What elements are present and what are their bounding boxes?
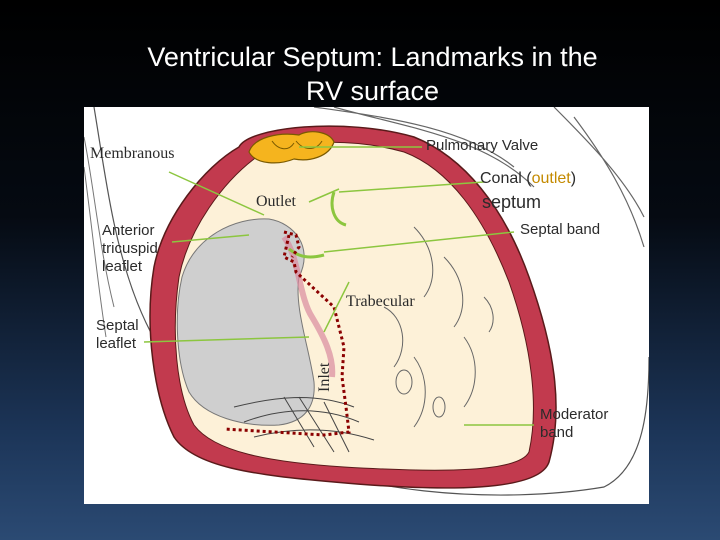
label-conal-outlet: outlet xyxy=(532,170,571,187)
label-conal-septum-word: septum xyxy=(482,192,541,213)
label-septal-leaflet: Septal leaflet xyxy=(96,317,156,353)
label-inlet: Inlet xyxy=(316,363,334,392)
heart-diagram: Membranous Pulmonary Valve Outlet Conal … xyxy=(84,107,649,504)
label-conal-close: ) xyxy=(571,170,576,187)
label-membranous: Membranous xyxy=(90,145,174,163)
label-outlet: Outlet xyxy=(256,193,296,211)
label-moderator-band: Moderator band xyxy=(540,406,630,442)
slide-title: Ventricular Septum: Landmarks in the RV … xyxy=(0,40,720,108)
slide-title-line-2: RV surface xyxy=(306,76,439,106)
label-anterior-tricuspid-leaflet: Anterior tricuspid leaflet xyxy=(102,222,162,276)
slide-title-line-1: Ventricular Septum: Landmarks in the xyxy=(147,42,597,72)
label-conal-text: Conal ( xyxy=(480,170,532,187)
label-trabecular: Trabecular xyxy=(346,293,415,311)
label-pulmonary-valve: Pulmonary Valve xyxy=(426,137,538,154)
label-septal-band: Septal band xyxy=(520,221,600,238)
label-conal-septum: Conal (outlet) xyxy=(480,170,576,188)
